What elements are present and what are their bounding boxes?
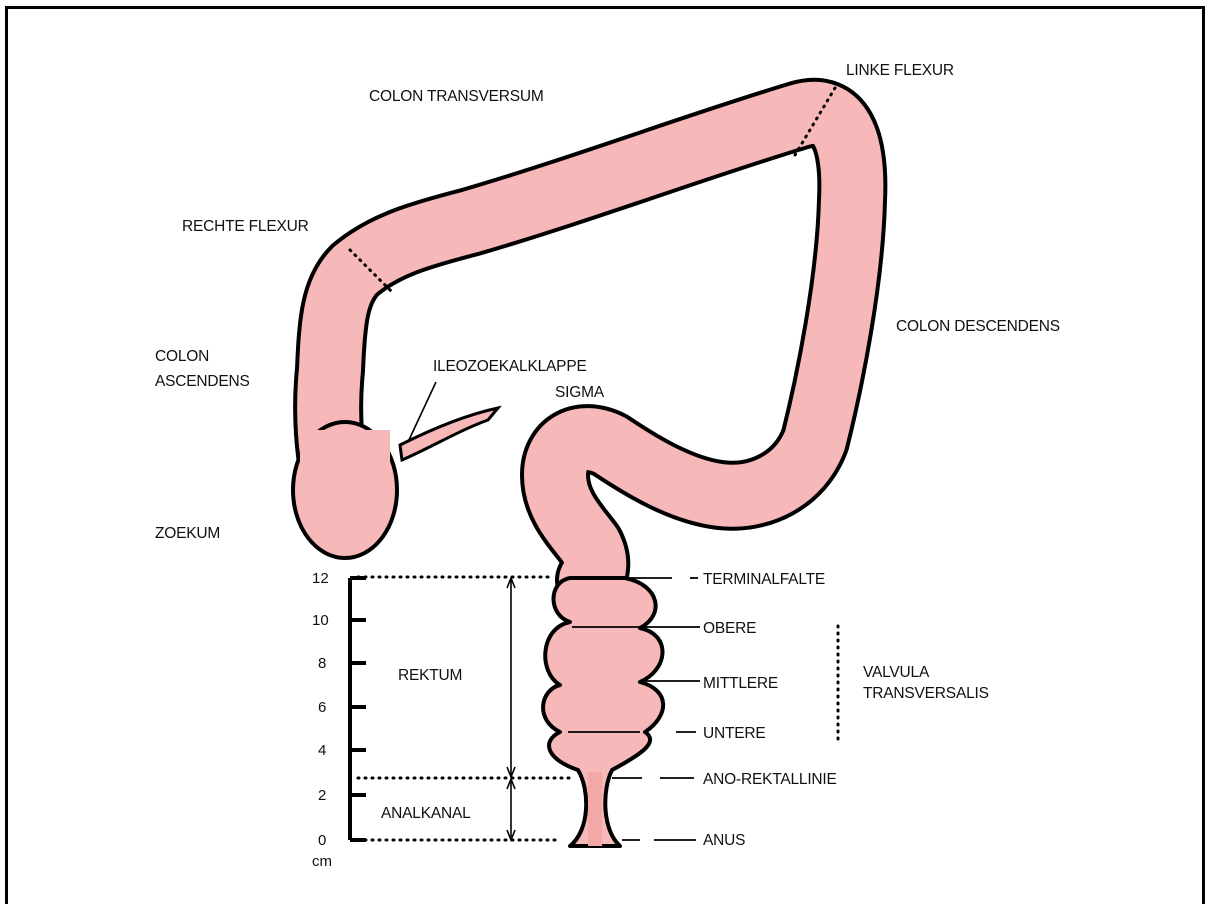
label-ileozoekalklappe: ILEOZOEKALKLAPPE: [433, 358, 587, 375]
label-rechte-flexur: RECHTE FLEXUR: [182, 218, 309, 235]
label-analkanal: ANALKANAL: [381, 805, 471, 822]
rectum: [543, 578, 663, 846]
scale-label-10: 10: [312, 612, 329, 629]
analkanal-range: [507, 779, 515, 840]
colon-fill-stroke: [328, 113, 852, 580]
label-colon-ascendens-1: COLON: [155, 348, 209, 365]
anal-canal-fill: [588, 772, 602, 846]
label-colon-transversum: COLON TRANSVERSUM: [369, 88, 544, 105]
label-transversalis: TRANSVERSALIS: [863, 685, 989, 702]
label-sigma: SIGMA: [555, 384, 605, 401]
scale-label-0: 0: [318, 832, 326, 849]
label-colon-descendens: COLON DESCENDENS: [896, 318, 1060, 335]
label-rektum: REKTUM: [398, 667, 462, 684]
label-zoekum: ZOEKUM: [155, 525, 220, 542]
label-obere: OBERE: [703, 620, 756, 637]
label-valvula: VALVULA: [863, 664, 930, 681]
ileum: [400, 408, 498, 460]
scale-label-12: 12: [312, 570, 329, 587]
scale-unit: cm: [312, 853, 332, 870]
label-terminalfalte: TERMINALFALTE: [703, 571, 825, 588]
rektum-range: [507, 578, 515, 777]
scale-label-8: 8: [318, 655, 326, 672]
label-anus: ANUS: [703, 832, 745, 849]
label-colon-ascendens-2: ASCENDENS: [155, 373, 250, 390]
cm-scale: 12 10 8 6 4 2 0 cm: [312, 570, 366, 870]
label-ano-rektallinie: ANO-REKTALLINIE: [703, 771, 837, 788]
rectum-body: [543, 578, 663, 846]
label-linke-flexur: LINKE FLEXUR: [846, 62, 954, 79]
label-mittlere: MITTLERE: [703, 675, 778, 692]
scale-label-6: 6: [318, 699, 326, 716]
scale-label-4: 4: [318, 742, 326, 759]
label-untere: UNTERE: [703, 725, 766, 742]
zoekum-joint-fill: [300, 430, 390, 470]
colon-tube: [293, 113, 852, 580]
scale-label-2: 2: [318, 787, 326, 804]
